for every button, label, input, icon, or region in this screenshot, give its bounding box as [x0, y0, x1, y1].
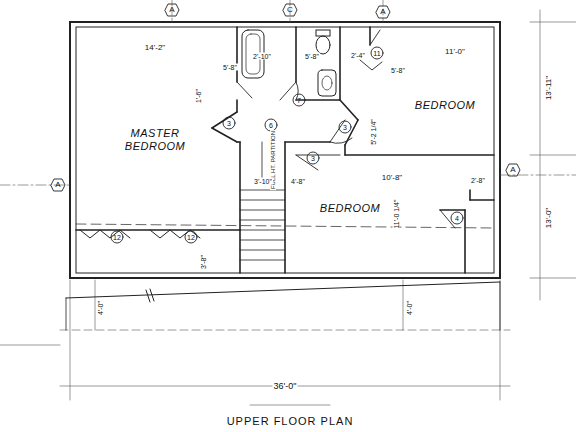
callout-number: 4 [455, 215, 459, 222]
section-marker: A [380, 8, 385, 16]
section-marker: A [510, 166, 515, 174]
dimension: 10'-8" [381, 174, 403, 182]
callout-number: 3 [343, 124, 347, 131]
dimension: 1'-6" [195, 88, 202, 104]
dimension: 5'-2 1/4" [370, 118, 377, 146]
section-marker: C [287, 6, 293, 14]
dimension: 13'-11" [545, 75, 553, 101]
dimension: 5'-8" [390, 67, 406, 74]
dimension: 3'-10" [253, 178, 273, 185]
dimension: 2'-4" [350, 52, 366, 59]
dimension: 13'-0" [545, 207, 553, 229]
room-area: BEDROOM [295, 190, 405, 226]
dimension: 3'-8" [200, 254, 207, 270]
plan-title: UPPER FLOOR PLAN [227, 416, 354, 427]
callout-number: 12 [187, 234, 195, 241]
dimension: 11'-0 1/4" [393, 199, 400, 230]
callout-number: 11 [373, 50, 380, 57]
dimension: 5'-8" [222, 64, 238, 71]
room-name: BEDROOM [320, 202, 380, 215]
callout-number: 3 [227, 120, 231, 127]
dimension: 4'-8" [290, 178, 306, 185]
section-marker: A [55, 181, 60, 189]
dimension: 5'-8" [304, 53, 320, 60]
dimension: 4'-0" [406, 300, 413, 316]
dimension: 2'-8" [470, 177, 486, 184]
dimension: 36'-0" [273, 382, 298, 391]
room-name: BEDROOM [415, 99, 475, 112]
dimension: 2'-10" [252, 53, 272, 60]
room-area: MASTER BEDROOM [80, 110, 230, 170]
room-name: MASTER BEDROOM [120, 127, 190, 152]
callout-number: 3 [311, 155, 315, 162]
callout-number: 6 [269, 122, 273, 129]
callout-number: 12 [113, 234, 121, 241]
dimension: 11'-0" [444, 48, 466, 56]
section-marker: A [169, 6, 174, 14]
dimension: 4'-0" [97, 300, 104, 316]
dimension: 14'-2" [144, 44, 166, 52]
room-area: BEDROOM [400, 80, 490, 130]
callout-number: 7 [297, 97, 301, 104]
